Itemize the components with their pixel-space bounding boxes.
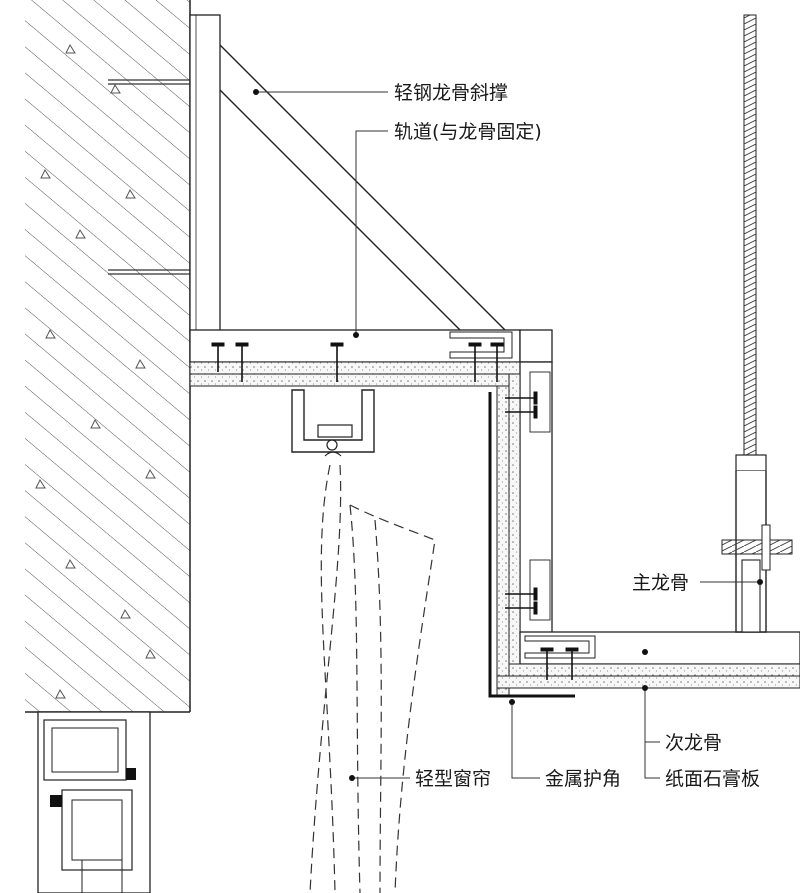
vertical-stud <box>189 14 221 334</box>
suspension-threaded-rod <box>735 14 767 472</box>
label-gypsum-board: 纸面石膏板 <box>665 767 760 790</box>
leader-lines <box>256 91 760 779</box>
main-keel-hanger <box>721 471 793 633</box>
top-gypsum-boards <box>189 361 523 387</box>
label-diagonal-brace: 轻钢龙骨斜撑 <box>394 82 508 104</box>
label-secondary-keel: 次龙骨 <box>665 732 722 754</box>
screws <box>211 342 579 680</box>
label-metal-corner: 金属护角 <box>545 768 621 790</box>
concrete-wall <box>25 0 191 713</box>
light-curtain <box>309 464 436 893</box>
label-track: 轨道(与龙骨固定) <box>394 121 542 143</box>
box-bottom-structure <box>496 631 800 689</box>
label-light-curtain: 轻型窗帘 <box>415 768 491 790</box>
window-frame-profile <box>37 711 151 893</box>
leader-dots <box>253 89 763 781</box>
metal-corner-guard <box>488 392 575 698</box>
wall-anchor-bolts <box>108 79 195 275</box>
curtain-track <box>291 389 375 457</box>
label-main-keel: 主龙骨 <box>632 572 689 594</box>
corner-connector <box>519 329 553 363</box>
